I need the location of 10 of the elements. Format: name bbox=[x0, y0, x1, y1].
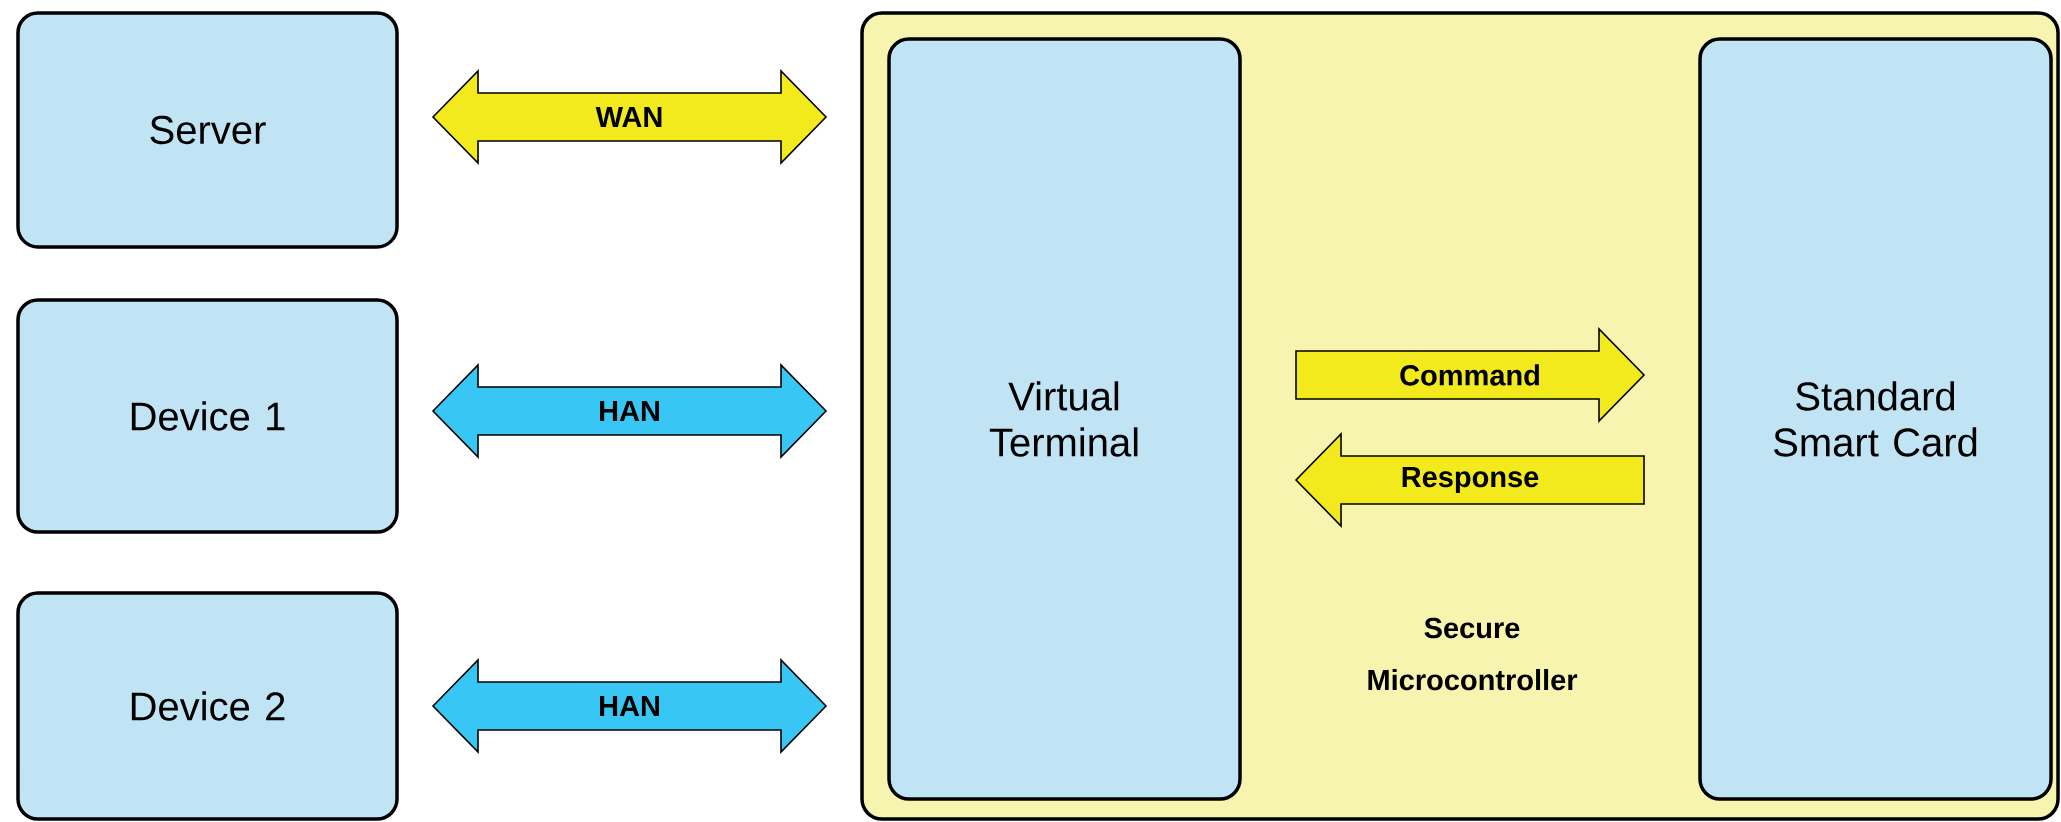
edge-label: WAN bbox=[594, 106, 665, 128]
component-box: Virtual Terminal bbox=[887, 37, 1242, 801]
edge-label: Command bbox=[1398, 363, 1542, 387]
edge-label: Response bbox=[1399, 466, 1541, 494]
component-box: Device 2 bbox=[16, 591, 399, 821]
edge-label: HAN bbox=[597, 400, 662, 422]
component-box: Device 1 bbox=[16, 298, 399, 534]
component-box: Standard Smart Card bbox=[1698, 37, 2053, 801]
component-box: Server bbox=[16, 11, 399, 249]
edge-label: HAN bbox=[597, 695, 662, 717]
